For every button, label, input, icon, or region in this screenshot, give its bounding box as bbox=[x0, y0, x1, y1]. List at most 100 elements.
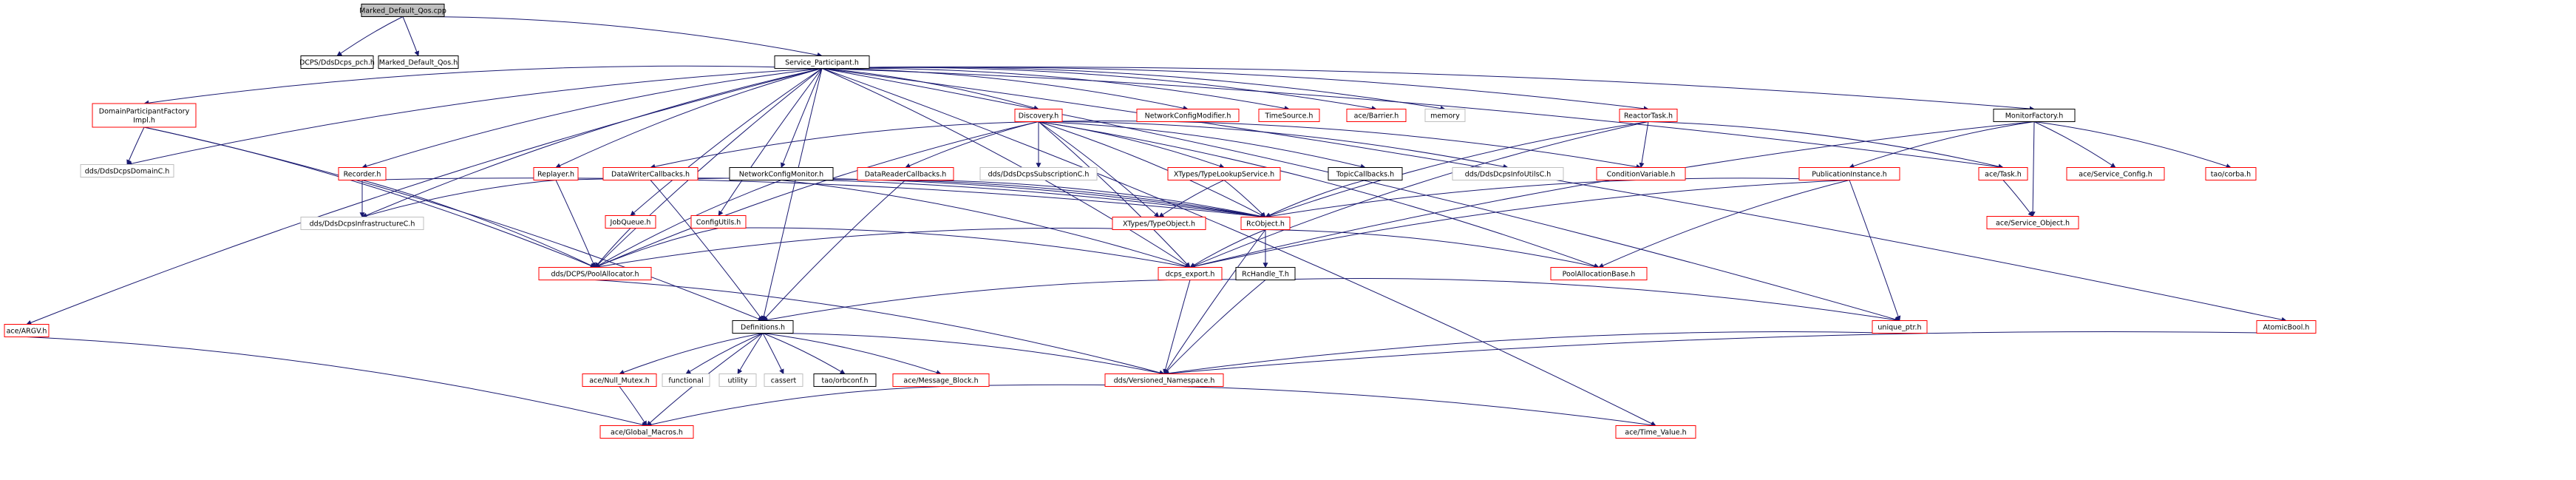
node-cassert[interactable]: cassert bbox=[764, 373, 803, 387]
edge-discovery-to-datawriter_callbacks bbox=[650, 121, 1039, 169]
node-datawriter_callbacks[interactable]: DataWriterCallbacks.h bbox=[602, 167, 699, 180]
node-dds_infrastructurec[interactable]: dds/DdsDcpsInfrastructureC.h bbox=[300, 217, 424, 230]
node-time_source[interactable]: TimeSource.h bbox=[1258, 109, 1320, 122]
node-box-tao_corba bbox=[2205, 167, 2257, 180]
node-box-cassert bbox=[764, 373, 803, 387]
node-condition_variable[interactable]: ConditionVariable.h bbox=[1596, 167, 1686, 180]
node-box-topic_callbacks bbox=[1328, 167, 1403, 180]
node-functional[interactable]: functional bbox=[662, 373, 710, 387]
node-recorder[interactable]: Recorder.h bbox=[338, 167, 387, 180]
node-box-recorder bbox=[338, 167, 387, 180]
node-xtypes_typeobject[interactable]: XTypes/TypeObject.h bbox=[1112, 217, 1206, 230]
node-ace_message_block[interactable]: ace/Message_Block.h bbox=[892, 373, 990, 387]
node-box-ace_global_macros bbox=[599, 425, 694, 439]
node-discovery[interactable]: Discovery.h bbox=[1014, 109, 1063, 122]
edge-ace_argv-to-ace_global_macros bbox=[26, 337, 648, 427]
node-network_config_modifier[interactable]: NetworkConfigModifier.h bbox=[1136, 109, 1240, 122]
edge-datareader_callbacks-to-definitions bbox=[762, 180, 906, 322]
node-definitions[interactable]: Definitions.h bbox=[732, 320, 794, 334]
node-ace_global_macros[interactable]: ace/Global_Macros.h bbox=[599, 425, 694, 439]
edge-service_participant-to-atomic_bool bbox=[821, 68, 2287, 322]
node-label-network_config_modifier: NetworkConfigModifier.h bbox=[1145, 112, 1231, 121]
node-box-dds_versioned_ns bbox=[1104, 373, 1224, 387]
node-label-service_participant: Service_Participant.h bbox=[785, 59, 859, 67]
node-reactor_task[interactable]: ReactorTask.h bbox=[1619, 109, 1678, 122]
edge-config_utils-to-dds_pool_allocator bbox=[594, 228, 719, 268]
node-box-rc_handle bbox=[1235, 267, 1296, 280]
edge-ace_null_mutex-to-ace_global_macros bbox=[619, 386, 648, 427]
node-memory[interactable]: memory bbox=[1424, 109, 1466, 122]
node-label-job_queue: JobQueue.h bbox=[610, 219, 651, 227]
node-dds_versioned_ns[interactable]: dds/Versioned_Namespace.h bbox=[1104, 373, 1224, 387]
node-config_utils[interactable]: ConfigUtils.h bbox=[690, 215, 747, 229]
node-box-service_participant bbox=[774, 55, 870, 69]
node-label-ace_argv: ace/ARGV.h bbox=[7, 328, 47, 336]
node-marked_h[interactable]: Marked_Default_Qos.h bbox=[378, 55, 459, 69]
node-dcps_pch[interactable]: DCPS/DdsDcps_pch.h bbox=[299, 55, 375, 69]
node-box-dds_domainc bbox=[80, 164, 174, 178]
node-label-datareader_callbacks: DataReaderCallbacks.h bbox=[865, 171, 947, 179]
edge-xtypes_typeobject-to-dds_pool_allocator bbox=[594, 227, 1160, 269]
node-ace_service_config[interactable]: ace/Service_Config.h bbox=[2066, 167, 2165, 180]
node-ace_time_value[interactable]: ace/Time_Value.h bbox=[1615, 425, 1696, 439]
node-box-monitor_factory bbox=[1993, 109, 2076, 122]
node-dds_subscriptionc[interactable]: dds/DdsDcpsSubscriptionC.h bbox=[979, 167, 1098, 180]
node-topic_callbacks[interactable]: TopicCallbacks.h bbox=[1328, 167, 1403, 180]
node-label-dds_versioned_ns: dds/Versioned_Namespace.h bbox=[1114, 377, 1215, 385]
node-box-utility bbox=[718, 373, 757, 387]
edge-definitions-to-functional bbox=[685, 333, 764, 374]
edge-service_participant-to-dp_factory_impl bbox=[143, 65, 823, 106]
node-label-ace_null_mutex: ace/Null_Mutex.h bbox=[589, 377, 650, 385]
node-rc_handle[interactable]: RcHandle_T.h bbox=[1235, 267, 1296, 280]
node-monitor_factory[interactable]: MonitorFactory.h bbox=[1993, 109, 2076, 122]
node-box-reactor_task bbox=[1619, 109, 1678, 122]
node-label-dds_subscriptionc: dds/DdsDcpsSubscriptionC.h bbox=[988, 171, 1090, 179]
node-label-time_source: TimeSource.h bbox=[1265, 112, 1314, 121]
node-box-tao_orbconf bbox=[813, 373, 877, 387]
node-ace_argv[interactable]: ace/ARGV.h bbox=[4, 324, 50, 337]
node-ace_barrier[interactable]: ace/Barrier.h bbox=[1346, 109, 1407, 122]
edge-service_participant-to-ace_argv bbox=[26, 68, 823, 325]
edge-monitor_factory-to-publication_instance bbox=[1849, 121, 2035, 169]
node-tao_corba[interactable]: tao/corba.h bbox=[2205, 167, 2257, 180]
node-label-tao_orbconf: tao/orbconf.h bbox=[821, 377, 868, 385]
node-box-replayer bbox=[533, 167, 579, 180]
node-marked_cpp[interactable]: Marked_Default_Qos.cpp bbox=[359, 4, 446, 17]
node-ace_task[interactable]: ace/Task.h bbox=[1978, 167, 2028, 180]
edge-dp_factory_impl-to-definitions bbox=[143, 126, 764, 322]
edge-reactor_task-to-ace_task bbox=[1648, 121, 2004, 169]
node-unique_ptr[interactable]: unique_ptr.h bbox=[1872, 320, 1928, 334]
node-label-ace_barrier: ace/Barrier.h bbox=[1354, 112, 1399, 121]
node-xtypes_lookup[interactable]: XTypes/TypeLookupService.h bbox=[1167, 167, 1281, 180]
node-label-reactor_task: ReactorTask.h bbox=[1624, 112, 1673, 121]
node-replayer[interactable]: Replayer.h bbox=[533, 167, 579, 180]
node-publication_instance[interactable]: PublicationInstance.h bbox=[1798, 167, 1900, 180]
node-dds_domainc[interactable]: dds/DdsDcpsDomainC.h bbox=[80, 164, 174, 178]
node-network_config_monitor[interactable]: NetworkConfigMonitor.h bbox=[729, 167, 834, 180]
node-pool_allocation_base[interactable]: PoolAllocationBase.h bbox=[1550, 267, 1648, 280]
node-rc_object[interactable]: RcObject.h bbox=[1240, 217, 1291, 230]
node-utility[interactable]: utility bbox=[718, 373, 757, 387]
node-dds_pool_allocator[interactable]: dds/DCPS/PoolAllocator.h bbox=[538, 267, 652, 280]
node-ace_null_mutex[interactable]: ace/Null_Mutex.h bbox=[582, 373, 657, 387]
node-box-ace_message_block bbox=[892, 373, 990, 387]
edge-service_participant-to-network_config_monitor bbox=[781, 68, 823, 169]
node-dds_infoutilsc[interactable]: dds/DdsDcpsInfoUtilsC.h bbox=[1452, 167, 1564, 180]
node-box-dds_subscriptionc bbox=[979, 167, 1098, 180]
node-tao_orbconf[interactable]: tao/orbconf.h bbox=[813, 373, 877, 387]
node-atomic_bool[interactable]: AtomicBool.h bbox=[2256, 320, 2317, 334]
edge-network_config_monitor-to-rc_object bbox=[781, 179, 1266, 219]
node-label-ace_time_value: ace/Time_Value.h bbox=[1625, 429, 1686, 437]
edge-service_participant-to-dds_infrastructurec bbox=[361, 68, 823, 218]
node-datareader_callbacks[interactable]: DataReaderCallbacks.h bbox=[857, 167, 954, 180]
edge-service_participant-to-dds_pool_allocator bbox=[594, 68, 823, 268]
node-job_queue[interactable]: JobQueue.h bbox=[605, 215, 656, 229]
node-dcps_export[interactable]: dcps_export.h bbox=[1158, 267, 1223, 280]
node-label-topic_callbacks: TopicCallbacks.h bbox=[1336, 171, 1394, 179]
node-box-condition_variable bbox=[1596, 167, 1686, 180]
edge-definitions-to-ace_null_mutex bbox=[619, 333, 764, 375]
node-service_participant[interactable]: Service_Participant.h bbox=[774, 55, 870, 69]
node-ace_service_object[interactable]: ace/Service_Object.h bbox=[1986, 216, 2079, 229]
